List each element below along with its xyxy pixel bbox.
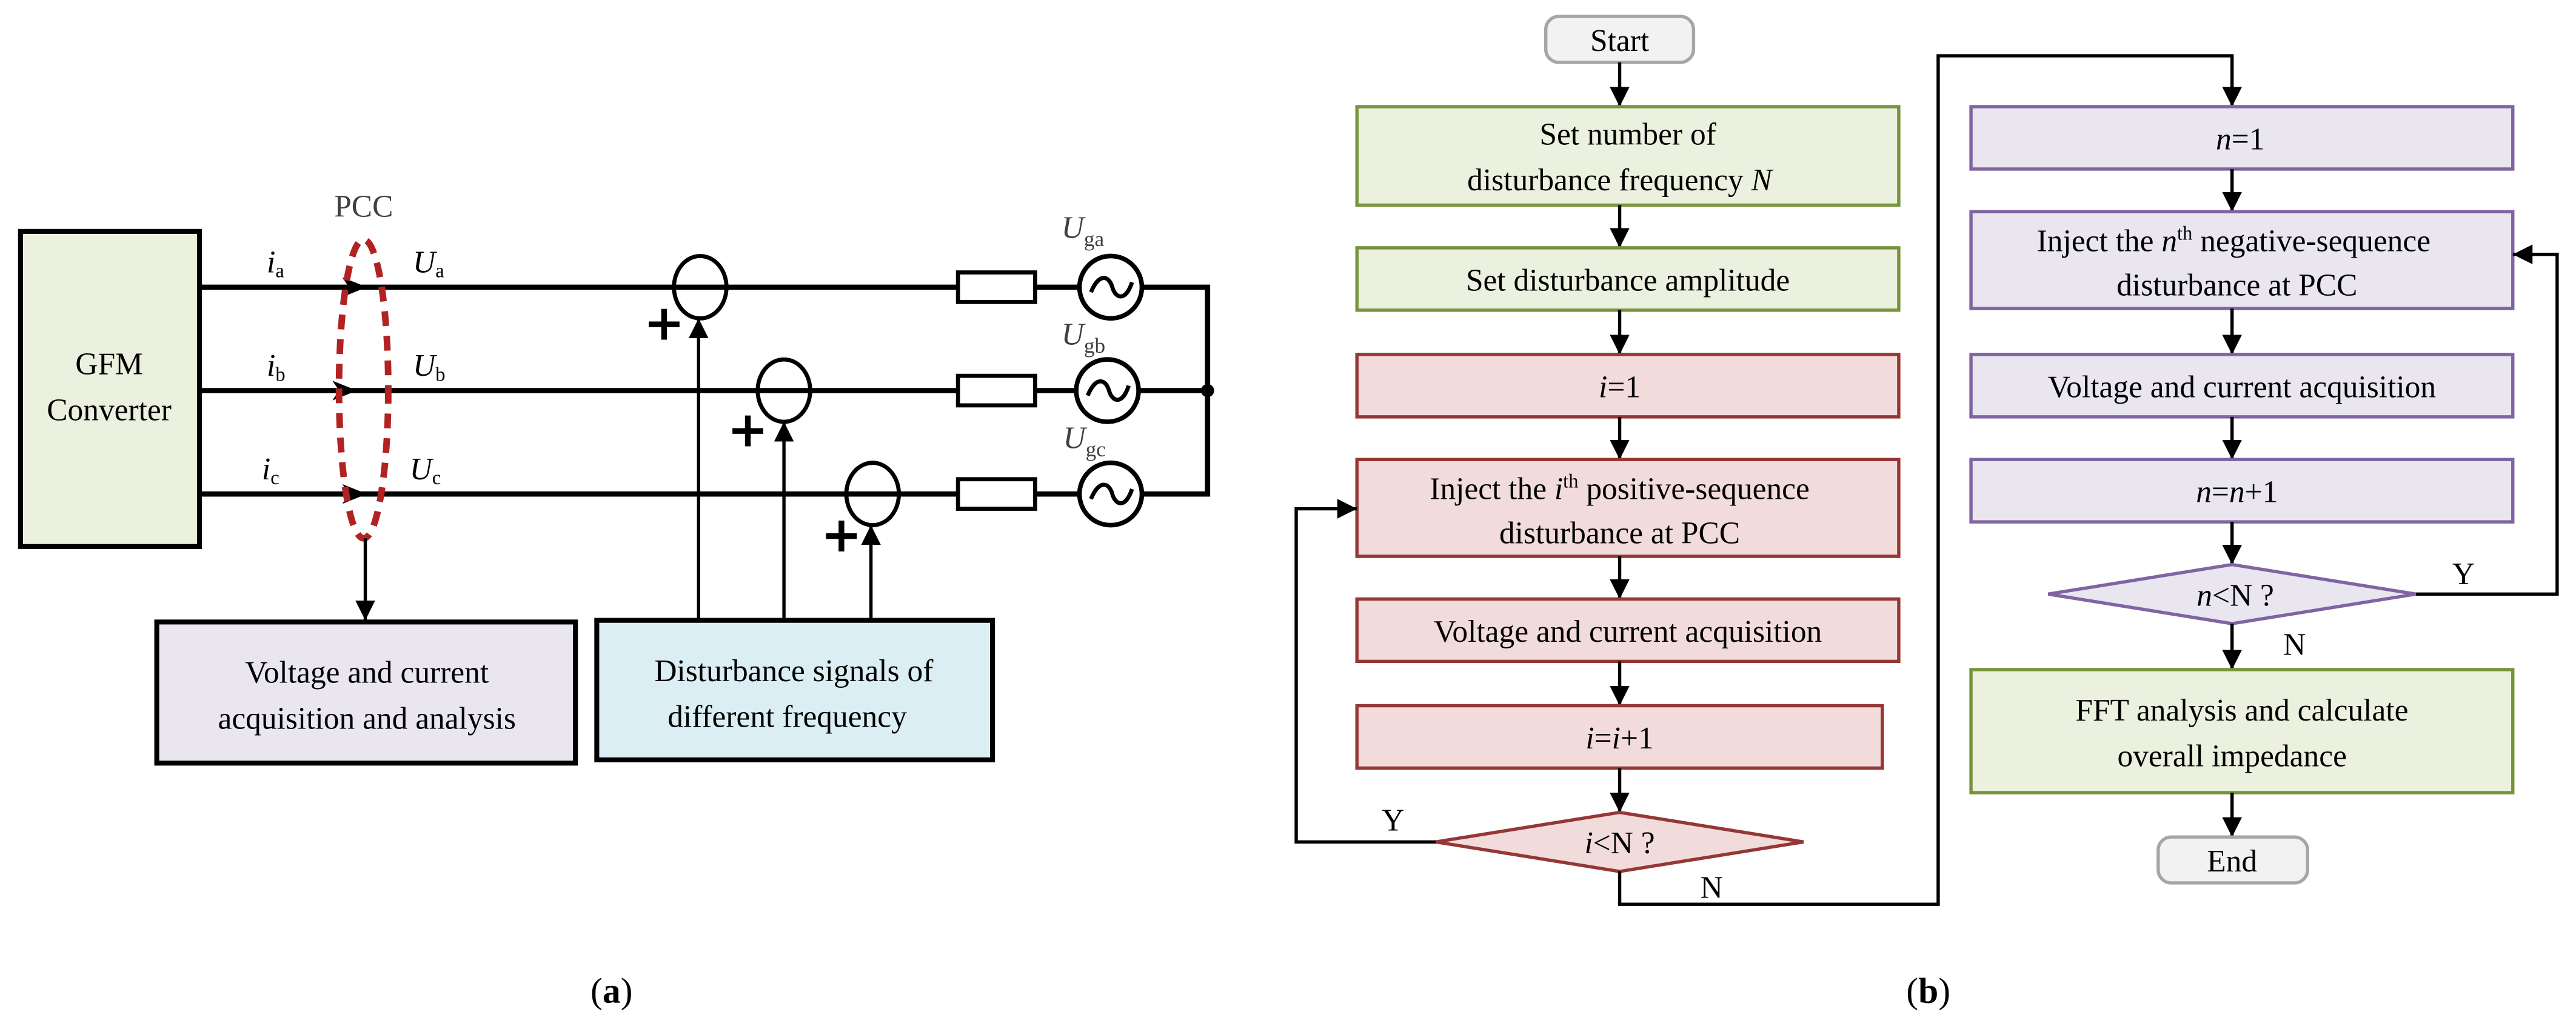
phase-c-labels: ic Uc (262, 452, 441, 489)
voltage-a-label: Ua (413, 245, 444, 282)
set-amplitude-step: Set disturbance amplitude (1355, 246, 1901, 312)
no-label-left: N (1701, 870, 1723, 905)
gfm-converter-label-line1: GFM (75, 347, 143, 381)
acquisition-analysis-line1: Voltage and current (245, 656, 489, 690)
panel-a-circuit: GFM Converter PCC ia Ua ib Ub ic Uc (18, 189, 1214, 1011)
decision-n-lt-n: n<N ? (2047, 562, 2417, 625)
disturbance-signals-line1: Disturbance signals of (654, 654, 934, 688)
voltage-c-label: Uc (410, 452, 441, 489)
yes-label-left: Y (1382, 803, 1404, 838)
set-number-line2: disturbance frequency N (1467, 163, 1773, 198)
current-a-label: ia (267, 245, 284, 282)
inject-negative-line1: Inject the nth negative-sequence (2037, 222, 2430, 258)
disturbance-signals-block: Disturbance signals of different frequen… (594, 618, 995, 762)
decision-i-label: i<N ? (1584, 826, 1654, 861)
grid-source-a: Uga (1062, 211, 1145, 321)
decision-i-lt-n: i<N ? (1435, 810, 1804, 873)
fft-line1: FFT analysis and calculate (2075, 693, 2408, 728)
inject-negative-line2: disturbance at PCC (2116, 268, 2357, 302)
panel-b-flowchart: Start Set number of disturbance frequenc… (1294, 15, 2559, 1011)
source-c-label: Ugc (1063, 421, 1105, 461)
fft-analysis-step: FFT analysis and calculate overall imped… (1969, 668, 2515, 794)
inject-positive-step: Inject the ith positive-sequence disturb… (1355, 458, 1901, 558)
increment-i-label: i=i+1 (1585, 721, 1653, 756)
no-label-right: N (2283, 628, 2306, 662)
decision-n-label: n<N ? (2196, 578, 2274, 613)
voltage-b-label: Ub (413, 348, 445, 385)
source-b-label: Ugb (1062, 318, 1105, 358)
disturbance-signals-box (594, 618, 995, 762)
current-b-label: ib (267, 348, 286, 385)
init-i-label: i=1 (1599, 370, 1641, 404)
end-label: End (2207, 844, 2257, 879)
inject-positive-line1: Inject the ith positive-sequence (1430, 470, 1810, 506)
phase-b-labels: ib Ub (267, 348, 445, 385)
plus-sign-icon: + (821, 507, 862, 564)
start-label: Start (1590, 24, 1649, 58)
increment-i-step: i=i+1 (1355, 704, 1884, 770)
inject-negative-step: Inject the nth negative-sequence disturb… (1969, 210, 2515, 310)
grid-source-c: Ugc (1063, 421, 1145, 528)
grid-impedance-b (955, 373, 1037, 408)
ac-sine-icon (1089, 482, 1134, 505)
set-number-step: Set number of disturbance frequency N (1355, 105, 1901, 207)
grid-impedance-c (955, 477, 1037, 511)
grid-impedance-a (955, 270, 1037, 304)
acquisition-analysis-block: Voltage and current acquisition and anal… (154, 619, 578, 766)
acquisition-analysis-line2: acquisition and analysis (218, 701, 516, 736)
gfm-converter-box (18, 228, 202, 549)
loop-yes-right (2415, 244, 2559, 596)
caption-a: (a) (590, 971, 632, 1011)
start-terminal: Start (1544, 15, 1696, 64)
phase-a-current-arrow-icon (342, 277, 367, 298)
increment-n-label: n=n+1 (2196, 475, 2278, 510)
caption-b: (b) (1906, 971, 1950, 1011)
inject-positive-line2: disturbance at PCC (1499, 516, 1740, 550)
loop-yes-left (1294, 499, 1436, 844)
ac-sine-icon (1089, 276, 1134, 299)
summing-junction-c: + (821, 461, 902, 564)
gfm-converter-label-line2: Converter (47, 393, 172, 427)
set-number-line1: Set number of (1539, 117, 1716, 152)
init-i-step: i=1 (1355, 353, 1901, 419)
phase-a-labels: ia Ua (267, 245, 444, 282)
ac-sine-icon (1085, 379, 1131, 402)
acquisition-step-right: Voltage and current acquisition (1969, 353, 2515, 419)
set-amplitude-label: Set disturbance amplitude (1466, 263, 1790, 298)
disturbance-signals-line2: different frequency (667, 700, 907, 734)
init-n-label: n=1 (2216, 122, 2264, 156)
plus-sign-icon: + (727, 402, 768, 459)
increment-n-step: n=n+1 (1969, 458, 2515, 524)
neutral-node (1200, 384, 1214, 398)
end-terminal: End (2156, 835, 2309, 885)
gfm-converter-block: GFM Converter (18, 228, 202, 549)
acquisition-right-label: Voltage and current acquisition (2048, 370, 2436, 404)
path-no-to-right-column (1618, 54, 2242, 906)
grid-source-b: Ugb (1062, 318, 1141, 424)
pcc-label: PCC (334, 189, 393, 224)
summing-junction-b: + (727, 357, 812, 459)
plus-sign-icon: + (643, 295, 684, 352)
acquisition-analysis-box (154, 619, 578, 766)
init-n-step: n=1 (1969, 105, 2515, 171)
acquisition-step-left: Voltage and current acquisition (1355, 597, 1901, 664)
current-c-label: ic (262, 452, 279, 489)
fft-line2: overall impedance (2117, 739, 2346, 774)
summing-junction-a: + (643, 254, 729, 352)
yes-label-right: Y (2452, 557, 2475, 591)
acquisition-left-label: Voltage and current acquisition (1434, 614, 1822, 649)
source-a-label: Uga (1062, 211, 1105, 251)
